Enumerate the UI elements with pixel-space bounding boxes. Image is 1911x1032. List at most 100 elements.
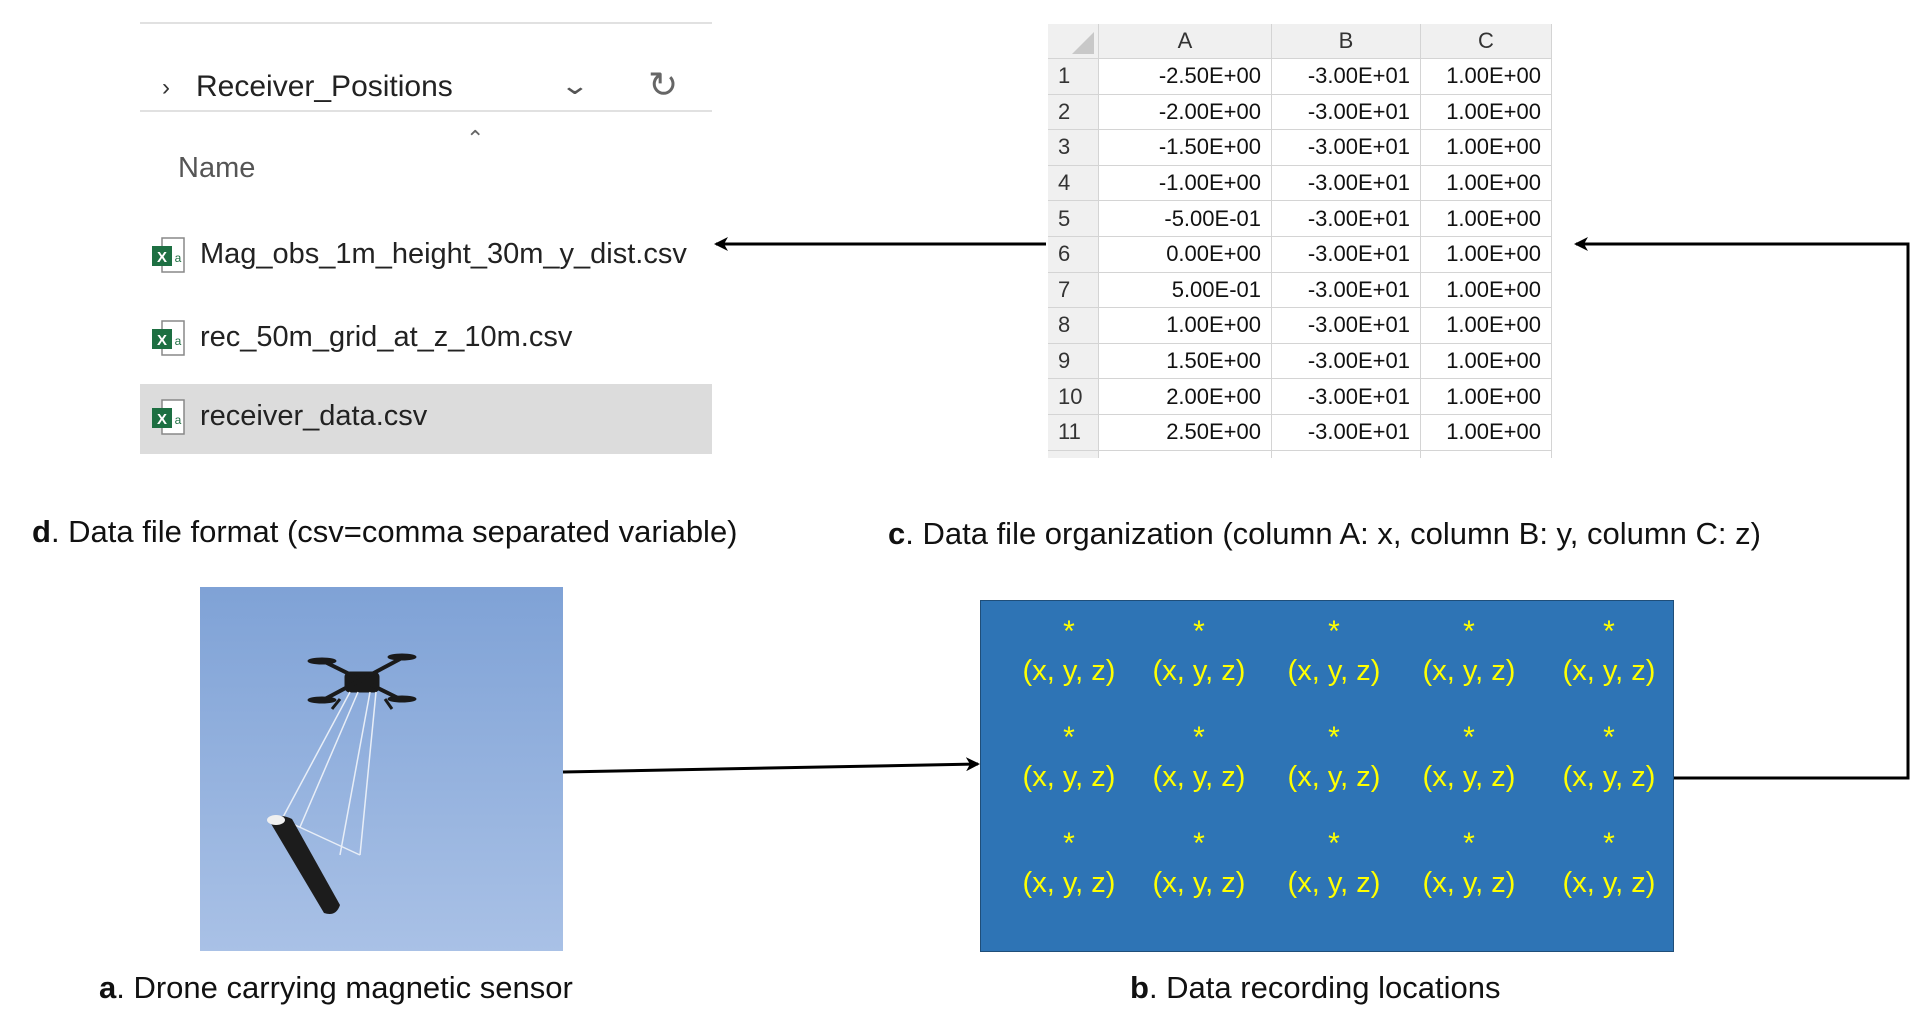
location-coordinates: (x, y, z) xyxy=(1022,761,1116,793)
cell-c[interactable]: 1.00E+00 xyxy=(1420,200,1552,237)
caption-b: b. Data recording locations xyxy=(1130,970,1500,1006)
cell-b[interactable]: -3.00E+01 xyxy=(1271,343,1421,380)
cell-c[interactable]: 1.00E+00 xyxy=(1420,450,1552,458)
select-all-corner[interactable] xyxy=(1048,24,1099,59)
file-row[interactable]: X a rec_50m_grid_at_z_10m.csv xyxy=(140,305,712,375)
column-header-a[interactable]: A xyxy=(1098,24,1272,59)
cell-a[interactable]: -1.00E+00 xyxy=(1098,165,1272,202)
location-marker: * xyxy=(1193,721,1205,754)
cell-a[interactable]: 0.00E+00 xyxy=(1098,236,1272,273)
row-header[interactable]: 3 xyxy=(1048,129,1099,166)
cell-c[interactable]: 1.00E+00 xyxy=(1420,378,1552,415)
cell-b[interactable]: -3.00E+01 xyxy=(1271,272,1421,309)
recording-location: *(x, y, z) xyxy=(999,613,1139,691)
column-header-b[interactable]: B xyxy=(1271,24,1421,59)
row-header[interactable]: 4 xyxy=(1048,165,1099,202)
caption-c: c. Data file organization (column A: x, … xyxy=(888,516,1761,552)
sort-caret-icon[interactable]: ⌃ xyxy=(466,126,485,151)
recording-location: *(x, y, z) xyxy=(1264,719,1404,797)
cell-b[interactable]: -3.00E+01 xyxy=(1271,94,1421,131)
location-coordinates: (x, y, z) xyxy=(1562,655,1656,687)
file-row-selected[interactable]: X a receiver_data.csv xyxy=(140,384,712,454)
cell-a[interactable]: 3.00E+00 xyxy=(1098,450,1272,458)
svg-text:X: X xyxy=(157,332,167,349)
cell-a[interactable]: 2.00E+00 xyxy=(1098,378,1272,415)
row-header[interactable]: 5 xyxy=(1048,200,1099,237)
cell-a[interactable]: 2.50E+00 xyxy=(1098,414,1272,451)
cell-b[interactable]: -3.00E+01 xyxy=(1271,129,1421,166)
column-header-c[interactable]: C xyxy=(1420,24,1552,59)
location-marker: * xyxy=(1193,827,1205,860)
location-marker: * xyxy=(1463,827,1475,860)
file-name: rec_50m_grid_at_z_10m.csv xyxy=(200,321,573,353)
row-header[interactable]: 2 xyxy=(1048,94,1099,131)
row-header[interactable]: 10 xyxy=(1048,378,1099,415)
recording-locations-grid: * (x, y, z) * (x, y, z) * (x, y, z) * (x, y, z)… xyxy=(980,600,1674,952)
cell-a[interactable]: -2.50E+00 xyxy=(1098,58,1272,95)
location-marker: * xyxy=(1603,721,1615,754)
row-header[interactable]: 8 xyxy=(1048,307,1099,344)
svg-text:a: a xyxy=(175,334,182,348)
cell-b[interactable]: -3.00E+01 xyxy=(1271,414,1421,451)
recording-location: * (x, y, z) xyxy=(1399,825,1539,903)
cell-c[interactable]: 1.00E+00 xyxy=(1420,236,1552,273)
chevron-down-icon[interactable]: ⌄ xyxy=(559,70,591,100)
row-header[interactable]: 9 xyxy=(1048,343,1099,380)
cell-a[interactable]: -5.00E-01 xyxy=(1098,200,1272,237)
cell-b[interactable]: -3.00E+01 xyxy=(1271,165,1421,202)
location-coordinates: (x, y, z) xyxy=(1422,867,1516,899)
cell-a[interactable]: 1.00E+00 xyxy=(1098,307,1272,344)
cell-a[interactable]: -2.00E+00 xyxy=(1098,94,1272,131)
excel-csv-icon: X a xyxy=(152,237,185,273)
column-header-name[interactable]: Name xyxy=(178,152,256,184)
cell-b[interactable]: -3.00E+01 xyxy=(1271,236,1421,273)
row-header[interactable]: 6 xyxy=(1048,236,1099,273)
cell-c[interactable]: 1.00E+00 xyxy=(1420,272,1552,309)
cell-c[interactable]: 1.00E+00 xyxy=(1420,165,1552,202)
cell-c[interactable]: 1.00E+00 xyxy=(1420,414,1552,451)
refresh-icon[interactable]: ↻ xyxy=(648,64,679,105)
cell-a[interactable]: 1.50E+00 xyxy=(1098,343,1272,380)
cell-c[interactable]: 1.00E+00 xyxy=(1420,58,1552,95)
cell-a[interactable]: 5.00E-01 xyxy=(1098,272,1272,309)
caption-d-letter: d xyxy=(32,514,51,549)
cell-a[interactable]: -1.50E+00 xyxy=(1098,129,1272,166)
cell-b[interactable]: -3.00E+01 xyxy=(1271,58,1421,95)
cell-b[interactable]: -2.95E+01 xyxy=(1271,450,1421,458)
file-row[interactable]: X a Mag_obs_1m_height_30m_y_dist.csv xyxy=(140,222,712,292)
cell-b[interactable]: -3.00E+01 xyxy=(1271,378,1421,415)
cell-c[interactable]: 1.00E+00 xyxy=(1420,343,1552,380)
row-header[interactable]: 7 xyxy=(1048,272,1099,309)
location-marker: * xyxy=(1063,827,1075,860)
row-header[interactable]: 12 xyxy=(1048,450,1099,458)
folder-name: Receiver_Positions xyxy=(196,70,453,103)
cell-b[interactable]: -3.00E+01 xyxy=(1271,307,1421,344)
location-marker: * xyxy=(1063,721,1075,754)
recording-location: *(x, y, z) xyxy=(1399,719,1539,797)
cell-c[interactable]: 1.00E+00 xyxy=(1420,129,1552,166)
location-marker: * xyxy=(1328,827,1340,860)
folder-header[interactable]: › Receiver_Positions ⌄ ↻ xyxy=(140,44,712,134)
svg-text:X: X xyxy=(157,411,167,428)
location-coordinates: (x, y, z) xyxy=(1152,655,1246,687)
row-header[interactable]: 11 xyxy=(1048,414,1099,451)
column-header-row: A B C xyxy=(1048,24,1552,59)
chevron-right-icon[interactable]: › xyxy=(162,74,170,101)
cell-b[interactable]: -3.00E+01 xyxy=(1271,200,1421,237)
cell-c[interactable]: 1.00E+00 xyxy=(1420,94,1552,131)
location-marker: * xyxy=(1063,615,1075,648)
caption-a: a. Drone carrying magnetic sensor xyxy=(99,970,573,1006)
arrow-photo-to-grid xyxy=(562,757,980,774)
location-coordinates: (x, y, z) xyxy=(1022,867,1116,899)
row-header[interactable]: 1 xyxy=(1048,58,1099,95)
cell-c[interactable]: 1.00E+00 xyxy=(1420,307,1552,344)
explorer-top-divider xyxy=(140,22,712,24)
